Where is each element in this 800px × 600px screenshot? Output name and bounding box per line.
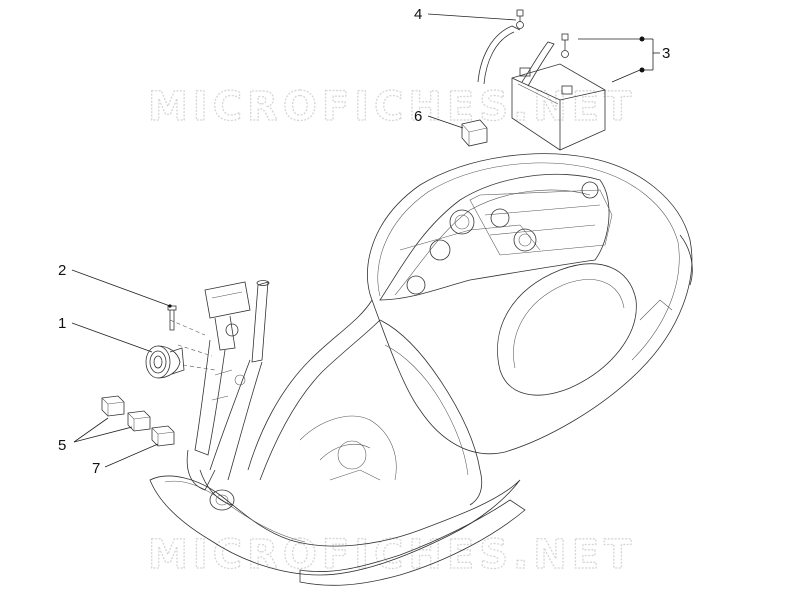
watermark-top: MICROFICHES.NET — [148, 84, 636, 130]
callout-5[interactable]: 5 — [58, 437, 66, 454]
callout-6[interactable]: 6 — [414, 108, 422, 125]
scooter-frame-icon — [149, 153, 693, 586]
horn-icon — [145, 345, 185, 379]
callout-4[interactable]: 4 — [414, 6, 422, 23]
callout-2[interactable]: 2 — [58, 262, 66, 279]
callout-3[interactable]: 3 — [662, 45, 670, 62]
relay-icon — [101, 119, 488, 447]
vent-tube-icon — [477, 9, 524, 85]
callout-1[interactable]: 1 — [58, 315, 66, 332]
callout-markers — [168, 36, 645, 308]
battery-icon — [511, 33, 606, 151]
callout-7[interactable]: 7 — [92, 460, 100, 477]
bolt-icon — [167, 305, 177, 331]
leader-lines — [71, 13, 660, 468]
